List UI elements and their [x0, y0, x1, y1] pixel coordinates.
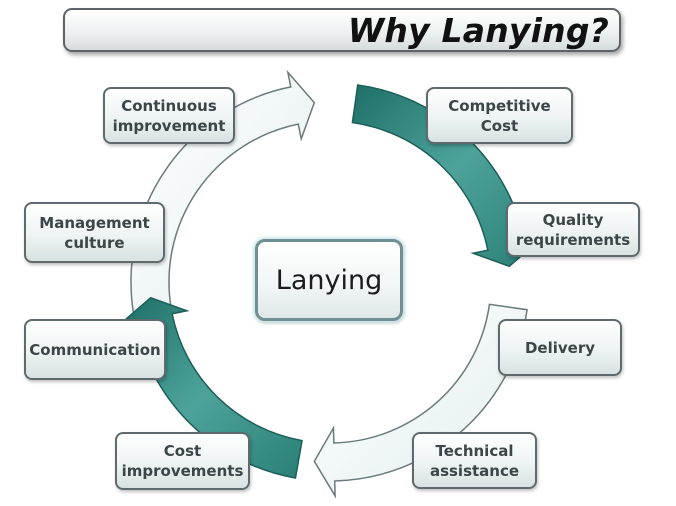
node-management-culture: Management culture: [24, 202, 165, 263]
node-competitive-cost: Competitive Cost: [426, 87, 573, 144]
title-banner: Why Lanying?: [63, 8, 621, 52]
node-quality-requirements: Quality requirements: [506, 202, 640, 257]
node-technical-assistance: Technical assistance: [412, 432, 537, 489]
node-delivery: Delivery: [498, 319, 622, 376]
page-title: Why Lanying?: [347, 10, 609, 50]
node-communication: Communication: [24, 319, 166, 380]
arrow-lower-right-pale: [313, 303, 528, 499]
center-label: Lanying: [255, 239, 403, 321]
node-continuous-improvement: Continuous improvement: [103, 87, 235, 144]
node-cost-improvements: Cost improvements: [115, 432, 250, 490]
